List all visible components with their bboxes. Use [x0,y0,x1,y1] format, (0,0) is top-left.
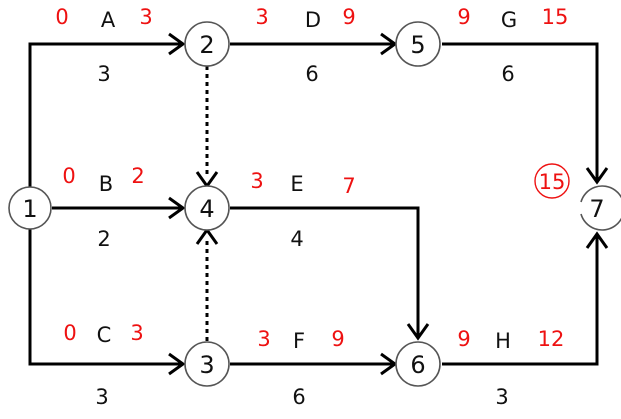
node-6-label: 6 [410,351,425,379]
node-7: 7 [580,185,621,231]
activity-g-duration: 6 [501,62,514,86]
activity-c-name: C [97,323,112,347]
activity-e-name: E [290,172,303,196]
edge-f-arrowhead [380,352,398,376]
edge-b-arrowhead [168,196,186,220]
node-7-label: 7 [589,195,604,223]
edge-c-arrowhead [168,352,186,376]
activity-e-early-start: 3 [250,169,263,193]
node-5-label: 5 [410,31,425,59]
activity-e-early-finish: 7 [342,174,355,198]
activity-h-name: H [495,329,511,353]
activity-c-duration: 3 [95,385,108,409]
activity-c-early-finish: 3 [130,321,143,345]
activity-f-early-start: 3 [257,327,270,351]
edge-a-arrowhead [168,32,186,56]
activity-c-early-start: 0 [63,321,76,345]
edge-c [28,229,181,366]
node-2: 2 [184,21,230,67]
edge-a [28,42,181,188]
edge-h [442,236,599,366]
activity-b-early-finish: 2 [131,164,144,188]
node-4: 4 [184,185,230,231]
project-finish-marker: 15 [534,163,570,199]
activity-g-name: G [501,8,517,32]
activity-b-early-start: 0 [62,164,75,188]
activity-f-early-finish: 9 [331,327,344,351]
activity-a-duration: 3 [97,62,110,86]
activity-h-early-finish: 12 [538,327,565,351]
activity-d-early-finish: 9 [342,5,355,29]
activity-a-early-start: 0 [55,5,68,29]
node-6: 6 [395,341,441,387]
edge-h-arrowhead [585,231,609,249]
edge-e [230,206,420,336]
node-1: 1 [8,186,52,230]
activity-h-early-start: 9 [457,327,470,351]
activity-d-name: D [305,8,321,32]
dummy-edge-2-4-arrowhead [195,171,219,189]
node-1-label: 1 [22,195,37,223]
edge-g-arrowhead [585,167,609,185]
node-3-label: 3 [199,351,214,379]
activity-b-duration: 2 [97,227,110,251]
edge-e-arrowhead [406,323,430,341]
activity-d-duration: 6 [305,62,318,86]
activity-f-duration: 6 [292,385,305,409]
activity-h-duration: 3 [495,385,508,409]
activity-b-name: B [99,172,113,196]
activity-a-early-finish: 3 [139,5,152,29]
node-2-label: 2 [199,31,214,59]
activity-g-early-start: 9 [457,5,470,29]
node-3: 3 [184,341,230,387]
activity-e-duration: 4 [290,227,303,251]
project-finish-time: 15 [539,170,566,194]
activity-a-name: A [101,8,116,32]
node-4-label: 4 [199,195,214,223]
node-5: 5 [395,21,441,67]
edge-g [442,42,599,180]
activity-g-early-finish: 15 [542,5,569,29]
activity-d-early-start: 3 [255,5,268,29]
edge-d-arrowhead [380,32,398,56]
activity-f-name: F [293,329,305,353]
